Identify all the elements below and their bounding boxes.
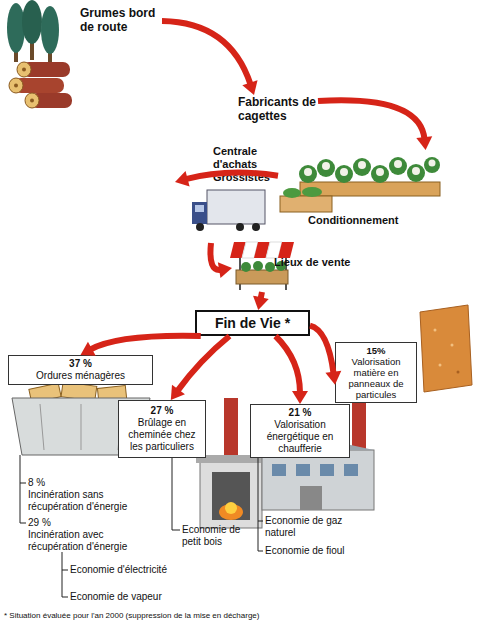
text-box: Fin de Vie *	[195, 310, 310, 336]
trees	[7, 0, 59, 62]
flow-arrow	[210, 243, 232, 278]
percent-heading: 37 %	[69, 358, 92, 370]
annotation: Incinération avec récupération d'énergie	[28, 529, 146, 553]
arrow-head	[242, 80, 257, 95]
node-text: Ordures ménagères	[36, 370, 125, 382]
text-box: 37 %Ordures ménagères	[8, 355, 153, 385]
annotation: Economie de fioul	[265, 545, 385, 557]
text-box: 21 %Valorisation énergétique en chauffer…	[250, 404, 350, 458]
flow-arrow	[162, 21, 258, 95]
annotation: 29 %	[28, 517, 88, 529]
text-box: 27 %Brûlage en cheminée chez les particu…	[118, 400, 206, 458]
percent-heading: 21 %	[289, 407, 312, 419]
annotation: Economie d'électricité	[70, 564, 200, 576]
percent-heading: 15%	[366, 345, 385, 356]
node-text: Fin de Vie *	[215, 315, 290, 332]
crates	[280, 157, 440, 212]
footnote: * Situation évaluée pour l'an 2000 (supp…	[4, 611, 474, 621]
arrow-shaft	[177, 336, 229, 391]
arrow-head	[218, 262, 232, 278]
arrow-shaft	[260, 292, 262, 300]
flow-step: Centrale d'achats Grossistes	[175, 143, 295, 243]
node-text: Centrale d'achats Grossistes	[213, 145, 295, 184]
node-text: Fabricants de cagettes	[238, 95, 318, 123]
node-text: Lieux de vente	[274, 256, 352, 269]
flow-arrow	[276, 336, 309, 404]
annotation: Economie de petit bois	[182, 524, 244, 548]
arrow-shaft	[318, 100, 424, 139]
annotation: Incinération sans récupération d'énergie	[28, 489, 146, 513]
flow-arrow	[253, 292, 269, 310]
arrow-head	[416, 136, 432, 150]
arrow-head	[175, 171, 190, 186]
arrow-head	[253, 296, 269, 310]
arrow-head	[325, 371, 341, 385]
arrow-head	[81, 342, 96, 356]
node-text: Conditionnement	[308, 214, 442, 227]
arrow-shaft	[276, 336, 301, 393]
flow-step: Grumes bord de route	[80, 6, 162, 36]
percent-heading: 27 %	[151, 405, 174, 417]
node-text: Brûlage en cheminée chez les particulier…	[122, 417, 202, 453]
arrow-head	[171, 385, 185, 400]
node-text: Valorisation matière en panneaux de part…	[339, 356, 413, 400]
arrow-shaft	[310, 326, 334, 374]
flow-step: Conditionnement	[278, 150, 442, 228]
flow-step: Lieux de vente	[232, 232, 352, 292]
logs	[9, 62, 72, 108]
arrow-shaft	[90, 336, 201, 350]
arrow-shaft	[210, 243, 221, 270]
text-box: 15%Valorisation matière en panneaux de p…	[335, 342, 417, 403]
particle-board	[420, 305, 472, 392]
annotation: 8 %	[28, 477, 88, 489]
arrow-shaft	[162, 21, 251, 85]
node-text: Grumes bord de route	[80, 6, 162, 34]
arrow-shaft	[186, 173, 278, 180]
flow-arrow	[310, 326, 341, 385]
leader-lines	[20, 449, 263, 597]
annotation: Economie de gaz naturel	[265, 515, 353, 539]
flow-step: Fabricants de cagettes	[238, 95, 318, 125]
flow-arrow	[175, 171, 278, 186]
arrow-head	[292, 391, 308, 404]
annotation: Economie de vapeur	[70, 591, 200, 603]
truck	[192, 190, 265, 231]
node-text: Valorisation énergétique en chaufferie	[254, 419, 346, 455]
flow-arrow	[171, 336, 230, 400]
flow-arrow	[81, 336, 201, 356]
flow-arrow	[318, 100, 432, 150]
